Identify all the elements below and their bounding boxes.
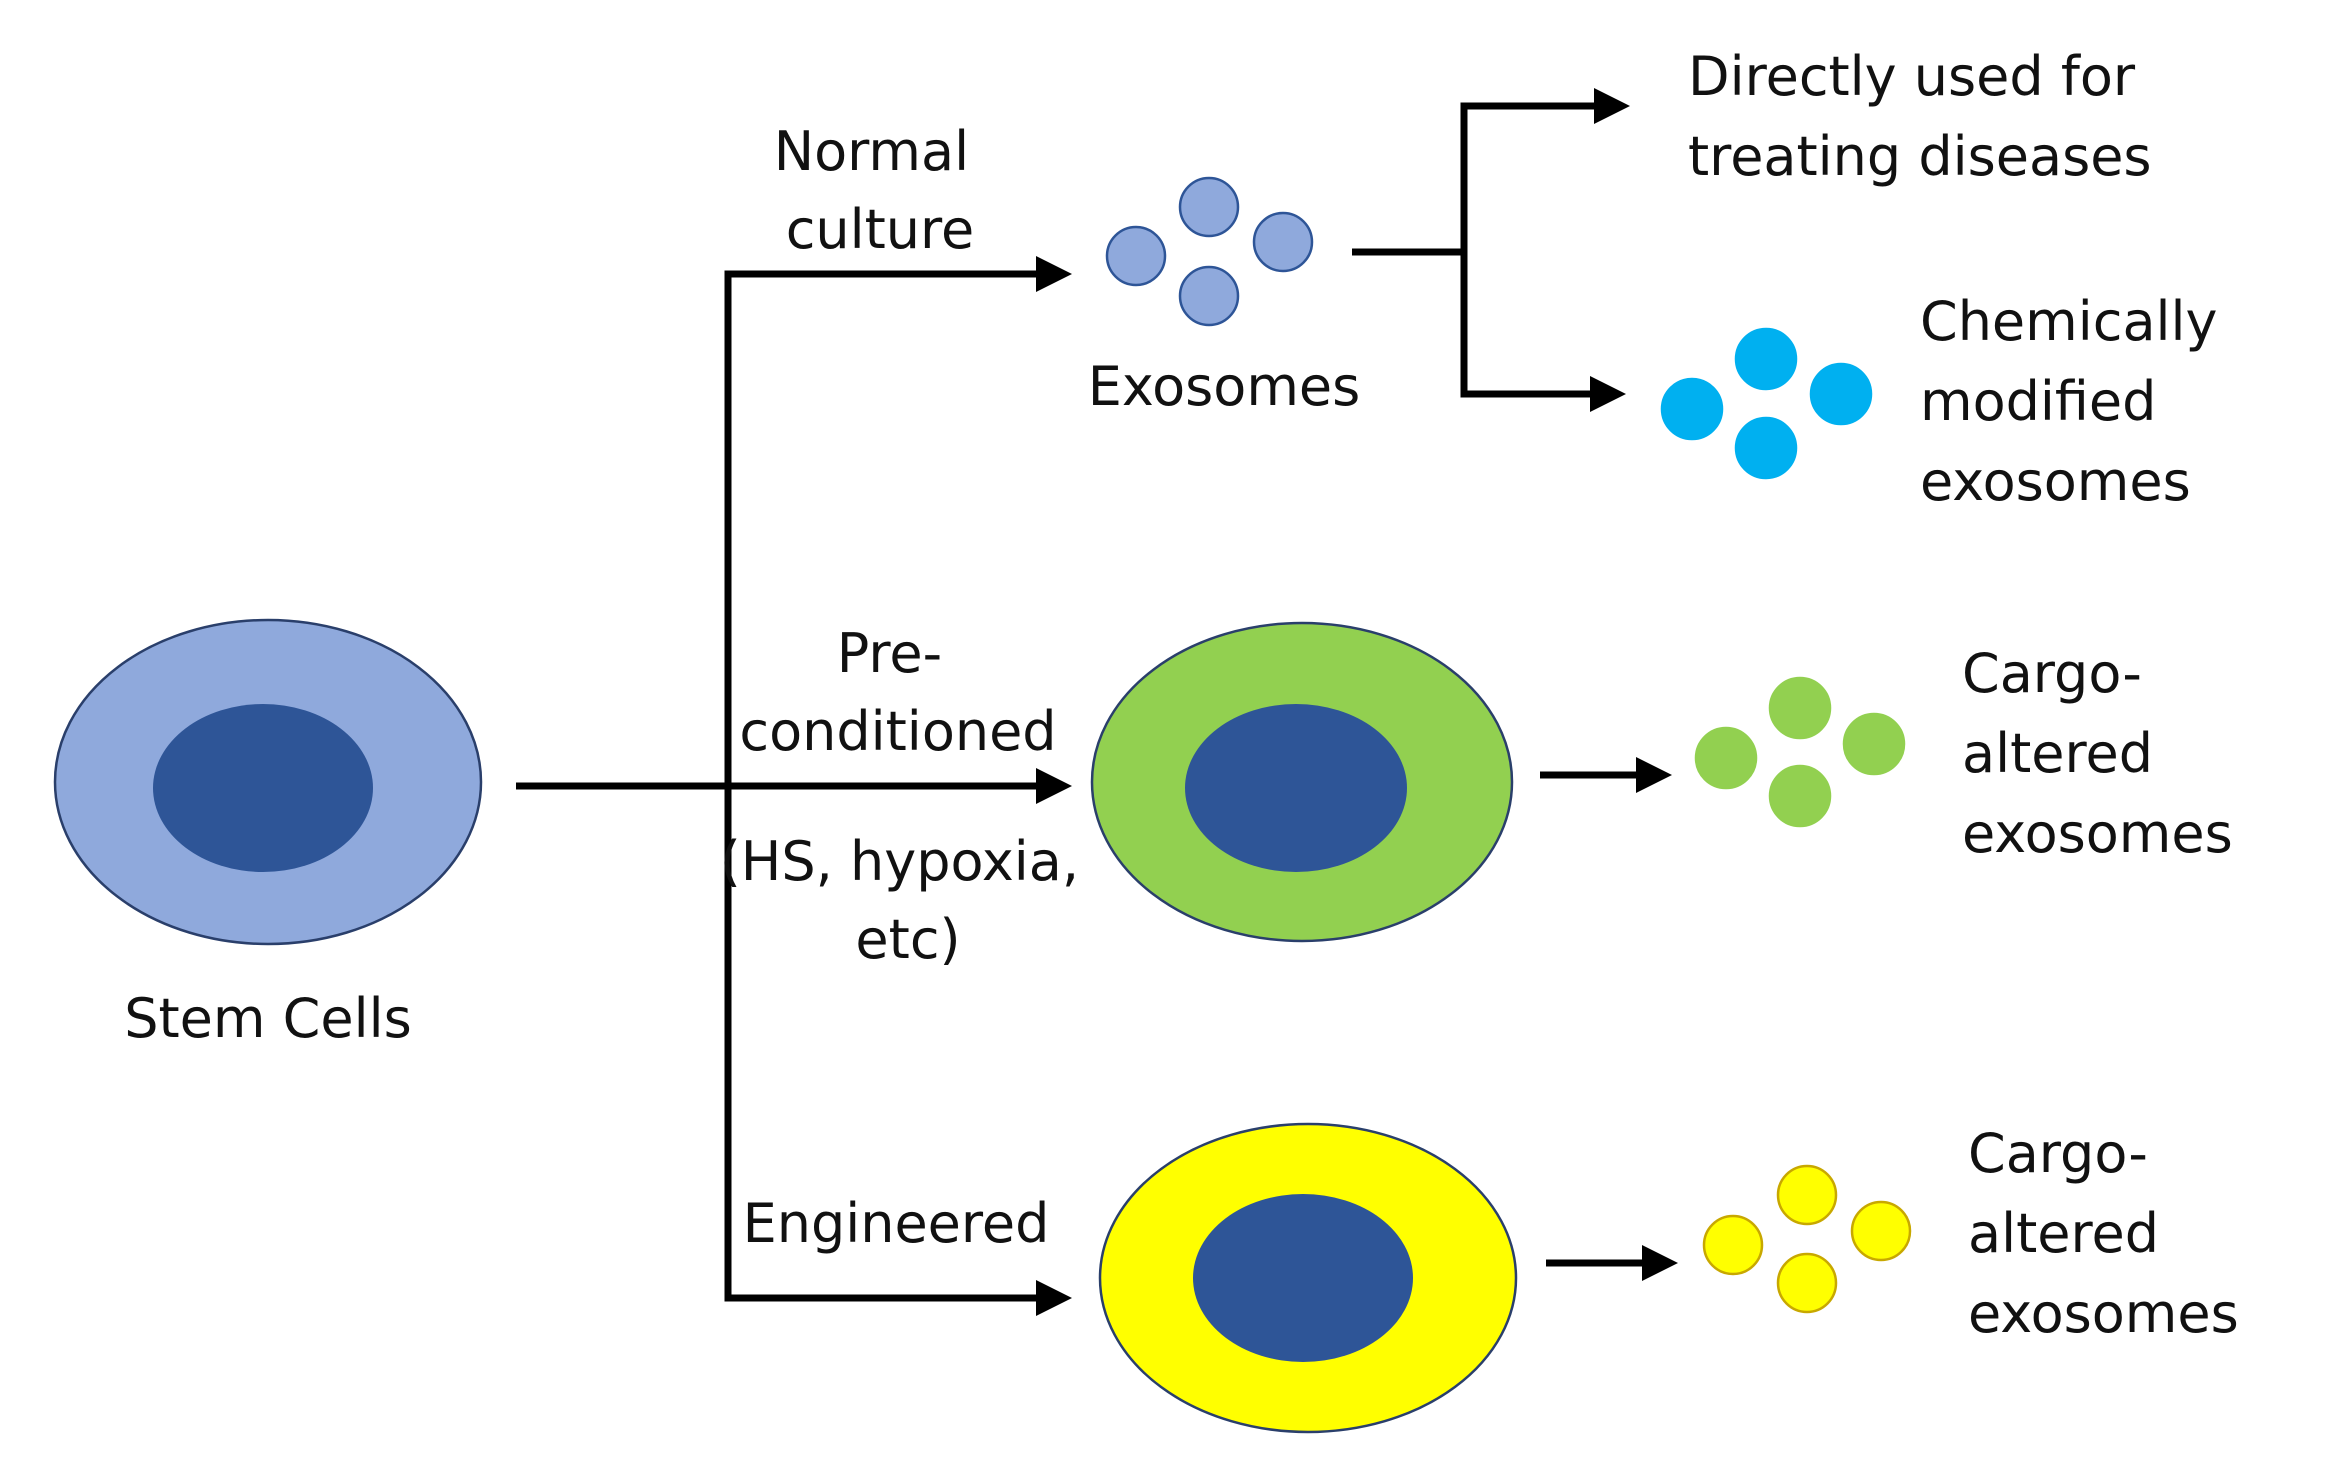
exosome-vesicle — [1776, 1164, 1838, 1226]
preconditioned-output-arrow-head — [1636, 757, 1672, 793]
exosome-vesicle — [1660, 377, 1724, 441]
cargo-altered-preconditioned-line-1: Cargo- — [1962, 642, 2142, 705]
branch-arrows — [516, 256, 1072, 1316]
exosome-vesicle — [1178, 265, 1240, 327]
exosomes-label: Exosomes — [1088, 355, 1361, 418]
preconditioned-line-4: etc) — [855, 908, 960, 971]
cargo-altered-engineered-label: Cargo- altered exosomes — [1968, 1122, 2239, 1345]
preconditioned-line-1: Pre- — [837, 622, 942, 685]
direct-use-line-1: Directly used for — [1688, 45, 2136, 108]
cargo-altered-preconditioned-label: Cargo- altered exosomes — [1962, 642, 2233, 865]
exosome-vesicle — [1734, 327, 1798, 391]
preconditioned-label: Pre- conditioned — [739, 622, 1056, 763]
chemically-modified-line-3: exosomes — [1920, 450, 2191, 513]
exosome-split-arrows — [1352, 88, 1630, 412]
cargo-altered-preconditioned-line-3: exosomes — [1962, 802, 2233, 865]
chemical-arrow-head — [1590, 376, 1626, 412]
engineered-exosomes-cluster — [1702, 1164, 1912, 1314]
direct-use-label: Directly used for treating diseases — [1688, 45, 2152, 188]
engineered-cell-nucleus — [1193, 1194, 1413, 1362]
exosome-vesicle — [1768, 676, 1832, 740]
exosome-vesicle — [1768, 764, 1832, 828]
preconditioned-conditions-label: (HS, hypoxia, etc) — [720, 830, 1097, 971]
exosome-vesicle — [1776, 1252, 1838, 1314]
exosome-vesicle — [1252, 211, 1314, 273]
normal-culture-line-2: culture — [786, 198, 975, 261]
exosome-vesicle — [1734, 416, 1798, 480]
direct-use-line-2: treating diseases — [1688, 125, 2152, 188]
exosome-vesicle — [1702, 1214, 1764, 1276]
preconditioned-exosomes-cluster — [1694, 676, 1906, 828]
exosome-vesicle — [1809, 362, 1873, 426]
normal-exosomes-cluster — [1105, 176, 1314, 327]
chemical-exosomes-cluster — [1660, 327, 1873, 480]
preconditioned-arrow-head — [1036, 768, 1072, 804]
stem-cell — [53, 618, 483, 946]
preconditioned-line-3: (HS, hypoxia, — [720, 830, 1079, 893]
normal-culture-arrow-head — [1036, 256, 1072, 292]
direct-use-arrow-head — [1594, 88, 1630, 124]
engineered-arrow-head — [1036, 1280, 1072, 1316]
chemically-modified-line-1: Chemically — [1920, 290, 2218, 353]
cargo-altered-engineered-line-2: altered — [1968, 1202, 2159, 1265]
normal-culture-label: Normal culture — [774, 120, 987, 261]
engineered-cell — [1098, 1122, 1518, 1434]
exosome-vesicle — [1105, 225, 1167, 287]
cargo-altered-preconditioned-line-2: altered — [1962, 722, 2153, 785]
stem-cells-label: Stem Cells — [124, 987, 412, 1050]
cargo-altered-engineered-line-3: exosomes — [1968, 1282, 2239, 1345]
normal-culture-line-1: Normal — [774, 120, 969, 183]
exosome-vesicle — [1850, 1200, 1912, 1262]
cargo-altered-engineered-line-1: Cargo- — [1968, 1122, 2148, 1185]
exosome-vesicle — [1842, 712, 1906, 776]
chemically-modified-label: Chemically modified exosomes — [1920, 290, 2235, 513]
exosome-vesicle — [1178, 176, 1240, 238]
engineered-output-arrow-head — [1642, 1245, 1678, 1281]
preconditioned-cell — [1090, 621, 1514, 943]
exosome-vesicle — [1694, 726, 1758, 790]
chemically-modified-line-2: modified — [1920, 370, 2156, 433]
stem-cell-nucleus — [153, 704, 373, 872]
engineered-label: Engineered — [743, 1192, 1050, 1255]
preconditioned-line-2: conditioned — [739, 700, 1056, 763]
preconditioned-cell-nucleus — [1185, 704, 1407, 872]
